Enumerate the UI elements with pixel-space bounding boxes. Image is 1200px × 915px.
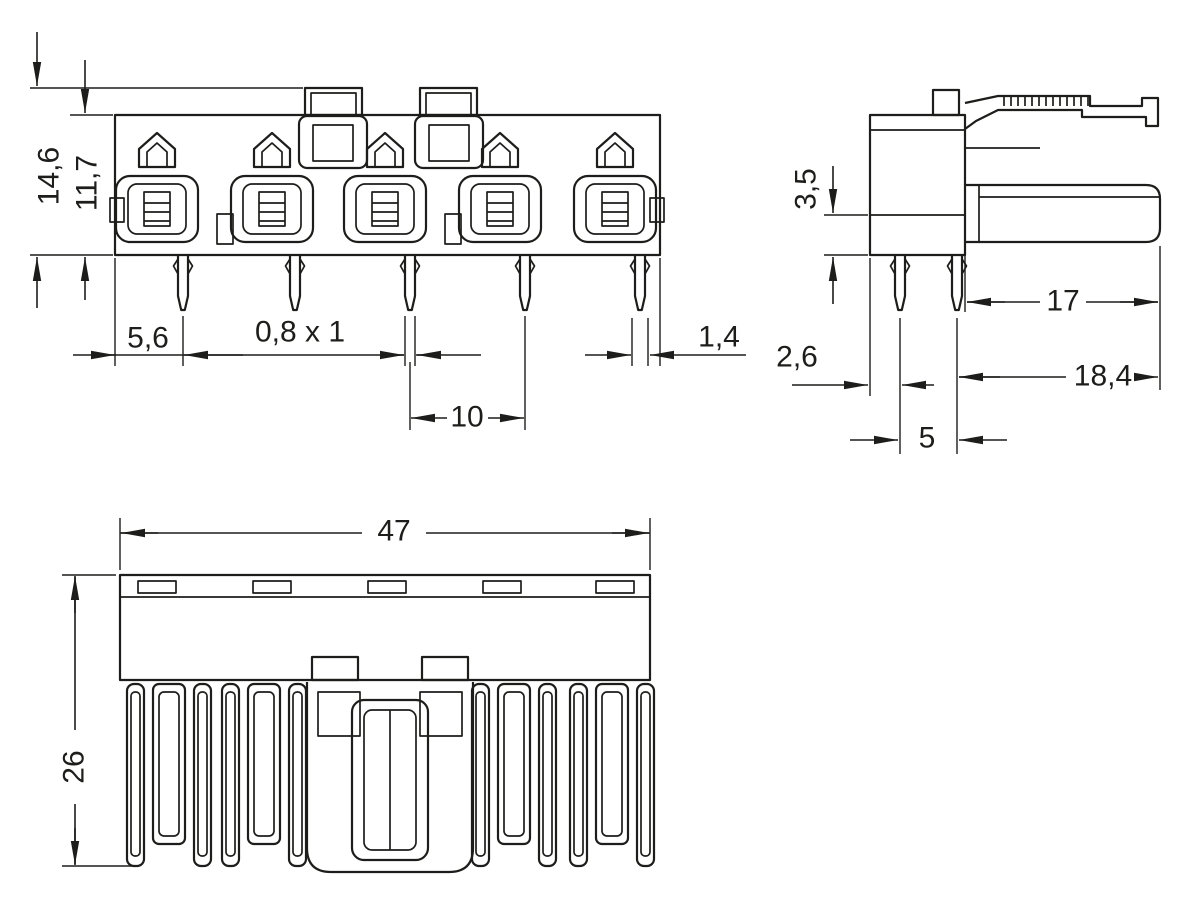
side-dimensions: 3,5 2,6 5 17 18,4 [776,166,1161,455]
solder-pin [629,253,651,312]
solder-pin [889,253,911,312]
pole-unit [114,131,200,244]
extension-lines [62,518,651,867]
extension-lines [824,214,1161,454]
clamp-nub [649,197,665,223]
dim-side-row-pitch: 5 [919,422,936,455]
latch-tab [303,86,364,117]
solder-pin [514,253,536,312]
dim-front-pin-width: 1,4 [698,321,740,354]
dimension-lines [74,532,650,864]
solder-pin [284,253,306,312]
dim-side-flange-depth: 17 [1046,285,1079,318]
pole-unit [342,131,428,244]
latch-serrations [1003,96,1089,106]
latch-block [297,114,369,170]
contact-finger-group [568,682,656,868]
center-tab [420,655,470,682]
bottom-view [118,573,656,874]
side-flange-outline [965,183,1162,244]
coding-window [137,580,177,594]
dim-front-total-height: 14,6 [33,147,66,205]
dim-side-total-depth: 18,4 [1074,360,1132,393]
dim-side-pin-shoulder: 3,5 [790,168,823,210]
contact-finger-group [470,682,558,868]
coding-window [482,580,522,594]
front-dimensions: 14,6 11,7 5,6 0,8 x 1 10 1,4 [30,32,746,434]
dim-bottom-total-width: 47 [377,515,410,548]
dim-front-pin-pitch: 10 [450,401,483,434]
solder-pin [946,253,968,312]
side-latch-tab [931,88,961,117]
coding-window [367,580,407,594]
bottom-dimensions: 47 26 [58,515,651,867]
contact-finger-group [125,682,213,868]
solder-pin [172,253,194,312]
side-view [868,88,1162,312]
contact-finger-group [220,682,308,868]
pole-unit [457,131,543,244]
side-housing-outline [868,113,967,257]
dim-front-edge-to-pin: 5,6 [127,322,169,355]
latch-block [413,114,485,170]
center-block-detail [419,691,463,737]
side-flange-detail [978,185,1160,242]
clamp-foot [444,213,462,245]
extension-lines [30,87,661,430]
coding-window [252,580,292,594]
dim-side-edge-to-pin-row: 2,6 [776,341,818,374]
center-block-detail [350,698,430,862]
center-block-detail [317,691,361,737]
clamp-nub [109,197,125,223]
side-latch-arm [964,94,1160,130]
pole-unit [572,131,658,244]
center-tab [310,655,360,682]
side-housing-detail [870,129,965,216]
coding-window [595,580,635,594]
dim-bottom-total-height: 26 [58,750,91,783]
clamp-foot [216,213,234,245]
front-housing-outline [113,113,662,257]
dim-front-body-height: 11,7 [71,155,104,211]
front-view [109,86,665,312]
solder-pin [399,253,421,312]
latch-tab [418,86,479,117]
bottom-housing-outline [118,573,652,682]
pole-unit [229,131,315,244]
dim-front-pin-cross-section: 0,8 x 1 [255,316,345,349]
